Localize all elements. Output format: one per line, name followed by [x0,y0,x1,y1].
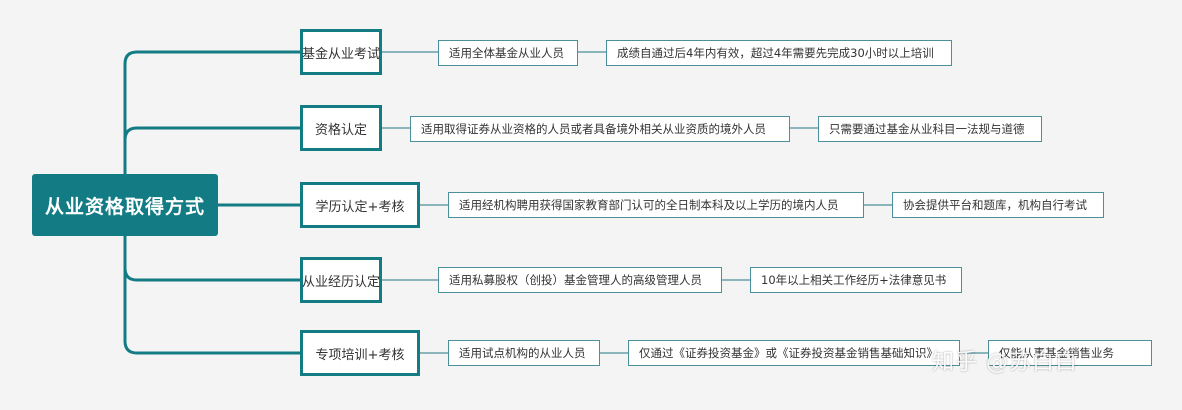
branch-node[interactable]: 学历认定+考核 [300,182,420,228]
detail-node[interactable]: 适用试点机构的从业人员 [448,340,600,366]
branch-node[interactable]: 资格认定 [300,105,382,151]
branch-node[interactable]: 专项培训+考核 [300,330,420,376]
detail-node[interactable]: 适用私募股权（创投）基金管理人的高级管理人员 [438,267,722,293]
detail-node[interactable]: 协会提供平台和题库，机构自行考试 [892,192,1104,218]
detail-node[interactable]: 成绩自通过后4年内有效，超过4年需要先完成30小时以上培训 [606,40,952,66]
branch-node[interactable]: 从业经历认定 [300,257,382,303]
trunk-line [123,234,302,355]
connector-line [123,266,302,282]
detail-node[interactable]: 10年以上相关工作经历+法律意见书 [750,267,962,293]
detail-node[interactable]: 只需要通过基金从业科目一法规与道德 [818,116,1042,142]
detail-node[interactable]: 适用经机构聘用获得国家教育部门认可的全日制本科及以上学历的境内人员 [448,192,864,218]
branch-node[interactable]: 基金从业考试 [300,29,382,75]
connector-line [123,126,302,142]
detail-node[interactable]: 仅通过《证券投资基金》或《证券投资基金销售基础知识》 [628,340,960,366]
detail-node[interactable]: 适用全体基金从业人员 [438,40,578,66]
root-node[interactable]: 从业资格取得方式 [32,174,218,236]
detail-node[interactable]: 仅能从事基金销售业务 [988,340,1152,366]
trunk-line [123,50,302,176]
detail-node[interactable]: 适用取得证券从业资格的人员或者具备境外相关从业资质的境外人员 [410,116,790,142]
